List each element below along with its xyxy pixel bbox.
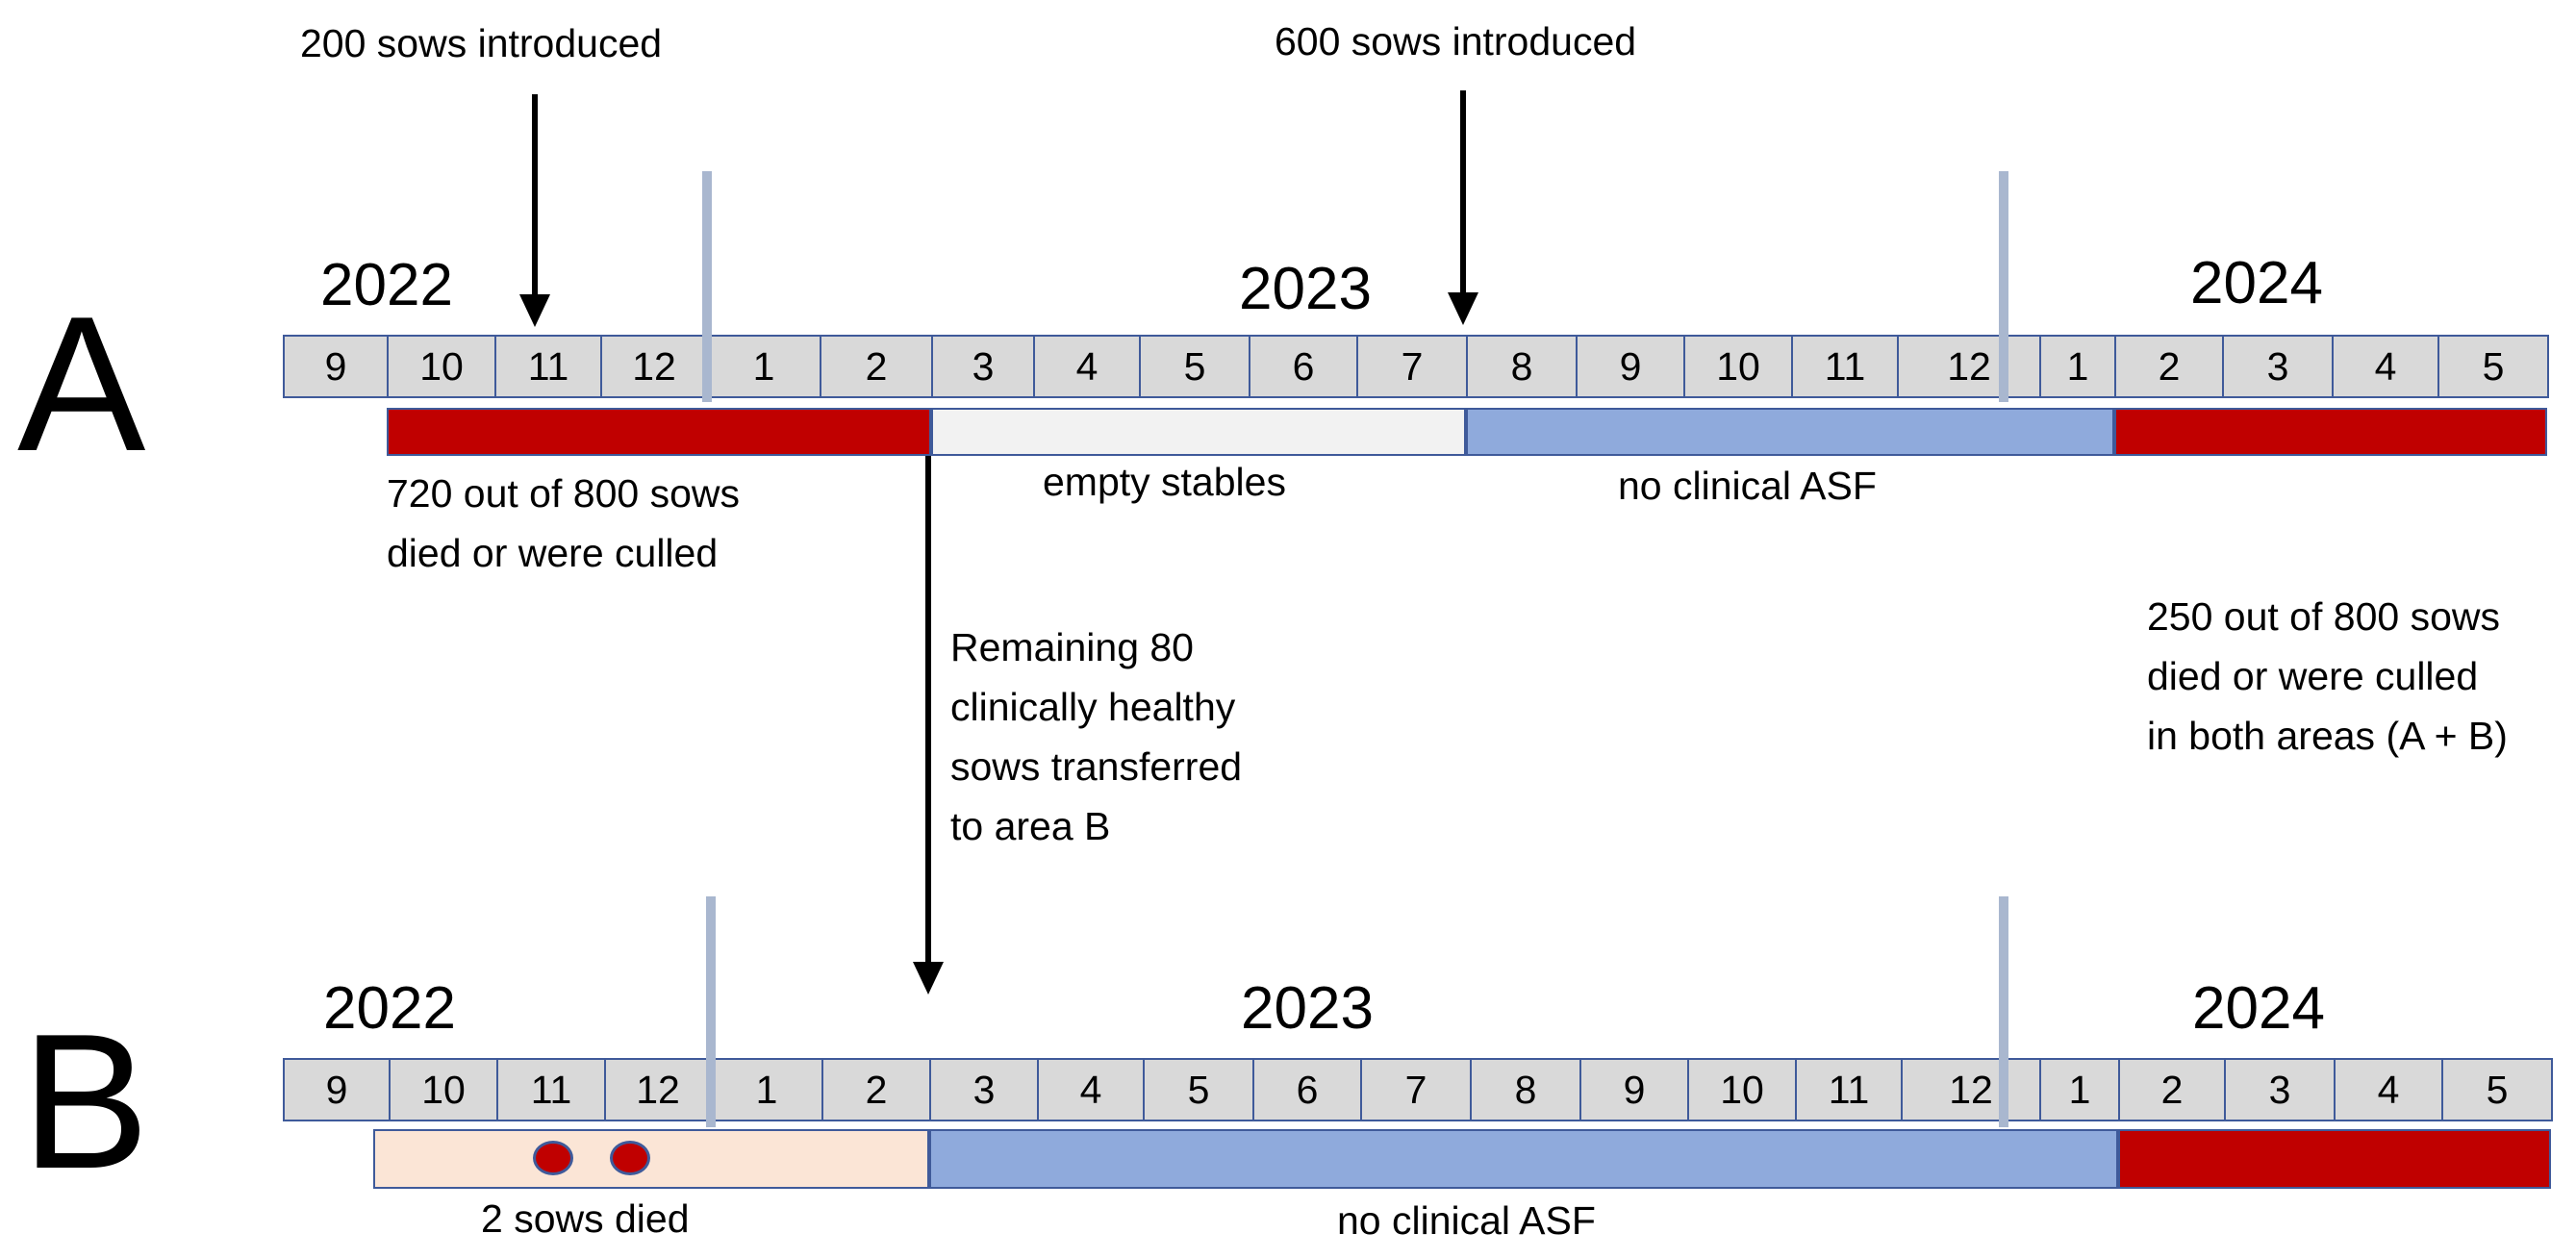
panel-b-month-cell: 8 (1470, 1058, 1581, 1121)
panel-a-month-cell: 11 (1791, 335, 1899, 398)
panel-b-month-cell: 1 (710, 1058, 823, 1121)
intro-200-arrow-head (519, 294, 550, 327)
panel-a-month-cell: 4 (1033, 335, 1141, 398)
panel-b-letter: B (21, 995, 150, 1209)
panel-b-month-cell: 12 (1901, 1058, 2041, 1121)
intro-600-label: 600 sows introduced (1275, 19, 1637, 63)
panel-a-letter: A (17, 277, 146, 491)
panel-b-month-cell: 9 (283, 1058, 391, 1121)
panel-a-month-cell: 3 (2222, 335, 2334, 398)
panel-b-no-asf-label: no clinical ASF (1337, 1198, 1596, 1243)
both-areas-label: 250 out of 800 sows died or were culled … (2147, 587, 2508, 766)
panel-a-month-cell: 9 (1576, 335, 1685, 398)
panel-b-month-cell: 4 (2334, 1058, 2443, 1121)
both-areas-line-2: died or were culled (2147, 654, 2479, 698)
panel-b-month-cell: 7 (1360, 1058, 1472, 1121)
panel-a-blue-bar (1466, 408, 2114, 456)
panel-b-month-cell: 2 (821, 1058, 931, 1121)
transfer-label: Remaining 80 clinically healthy sows tra… (950, 617, 1242, 856)
panel-a-red-bar-2022 (387, 408, 931, 456)
intro-600-arrow-shaft (1460, 90, 1466, 294)
panel-a-month-cell: 7 (1356, 335, 1468, 398)
panel-a-no-asf-label: no clinical ASF (1618, 464, 1877, 508)
panel-b-month-cell: 3 (929, 1058, 1039, 1121)
panel-a-month-cell: 9 (283, 335, 389, 398)
transfer-line-4: to area B (950, 804, 1111, 848)
panel-a-year-divider-2024 (1999, 171, 2008, 402)
panel-a-month-cell: 2 (820, 335, 933, 398)
both-areas-line-3: in both areas (A + B) (2147, 714, 2508, 758)
panel-a-year-2022: 2022 (320, 252, 453, 318)
panel-a-died-line-1: 720 out of 800 sows (387, 471, 740, 516)
panel-b-month-cell: 1 (2039, 1058, 2120, 1121)
panel-a-month-cell: 8 (1466, 335, 1578, 398)
panel-a-month-cell: 12 (1897, 335, 2041, 398)
panel-b-month-cell: 6 (1252, 1058, 1362, 1121)
panel-a-month-cell: 5 (1139, 335, 1250, 398)
panel-b-month-cell: 2 (2118, 1058, 2226, 1121)
panel-a-month-cell: 2 (2114, 335, 2224, 398)
both-areas-line-1: 250 out of 800 sows (2147, 594, 2500, 639)
panel-a-died-label: 720 out of 800 sows died or were culled (387, 464, 740, 583)
panel-b-peach-bar (373, 1129, 929, 1189)
panel-a-month-cell: 10 (1683, 335, 1793, 398)
panel-a-month-cell: 1 (2039, 335, 2116, 398)
panel-a-month-cell: 12 (600, 335, 708, 398)
dead-sow-marker-1 (533, 1141, 573, 1175)
panel-b-died-label: 2 sows died (481, 1196, 690, 1241)
panel-a-empty-bar (931, 408, 1466, 456)
intro-200-arrow-shaft (532, 94, 538, 296)
panel-b-month-cell: 3 (2224, 1058, 2336, 1121)
panel-b-month-cell: 5 (2441, 1058, 2553, 1121)
panel-b-month-cell: 11 (1795, 1058, 1903, 1121)
panel-a-month-cell: 6 (1249, 335, 1358, 398)
panel-a-month-cell: 5 (2437, 335, 2549, 398)
panel-a-month-cell: 3 (931, 335, 1035, 398)
panel-a-month-cell: 1 (706, 335, 821, 398)
transfer-arrow-head (913, 962, 944, 995)
transfer-arrow-shaft (925, 456, 931, 966)
panel-b-year-2022: 2022 (323, 975, 456, 1042)
panel-b-month-cell: 12 (604, 1058, 712, 1121)
panel-a-red-bar-2024 (2114, 408, 2547, 456)
panel-b-year-2023: 2023 (1241, 975, 1374, 1042)
panel-b-month-cell: 5 (1143, 1058, 1254, 1121)
panel-b-year-divider-2024 (1999, 896, 2008, 1127)
panel-b-year-divider-2023 (706, 896, 716, 1127)
panel-a-empty-label: empty stables (1043, 460, 1286, 504)
transfer-line-1: Remaining 80 (950, 625, 1194, 669)
panel-a-year-2023: 2023 (1239, 256, 1372, 322)
panel-b-month-cell: 10 (1687, 1058, 1797, 1121)
transfer-line-2: clinically healthy (950, 685, 1236, 729)
panel-a-month-cell: 4 (2332, 335, 2439, 398)
transfer-line-3: sows transferred (950, 744, 1243, 789)
panel-b-red-bar-2024 (2118, 1129, 2551, 1189)
panel-b-month-cell: 11 (496, 1058, 606, 1121)
panel-a-year-2024: 2024 (2190, 250, 2323, 316)
panel-b-month-cell: 10 (389, 1058, 498, 1121)
panel-a-month-cell: 11 (494, 335, 602, 398)
panel-b-month-cell: 4 (1037, 1058, 1145, 1121)
intro-600-arrow-head (1448, 292, 1478, 325)
panel-b-month-cell: 9 (1579, 1058, 1689, 1121)
dead-sow-marker-2 (610, 1141, 650, 1175)
intro-200-label: 200 sows introduced (300, 21, 663, 65)
panel-b-year-2024: 2024 (2192, 975, 2325, 1042)
panel-a-died-line-2: died or were culled (387, 531, 719, 575)
panel-a-year-divider-2023 (702, 171, 712, 402)
panel-b-blue-bar (929, 1129, 2118, 1189)
panel-a-month-cell: 10 (387, 335, 496, 398)
